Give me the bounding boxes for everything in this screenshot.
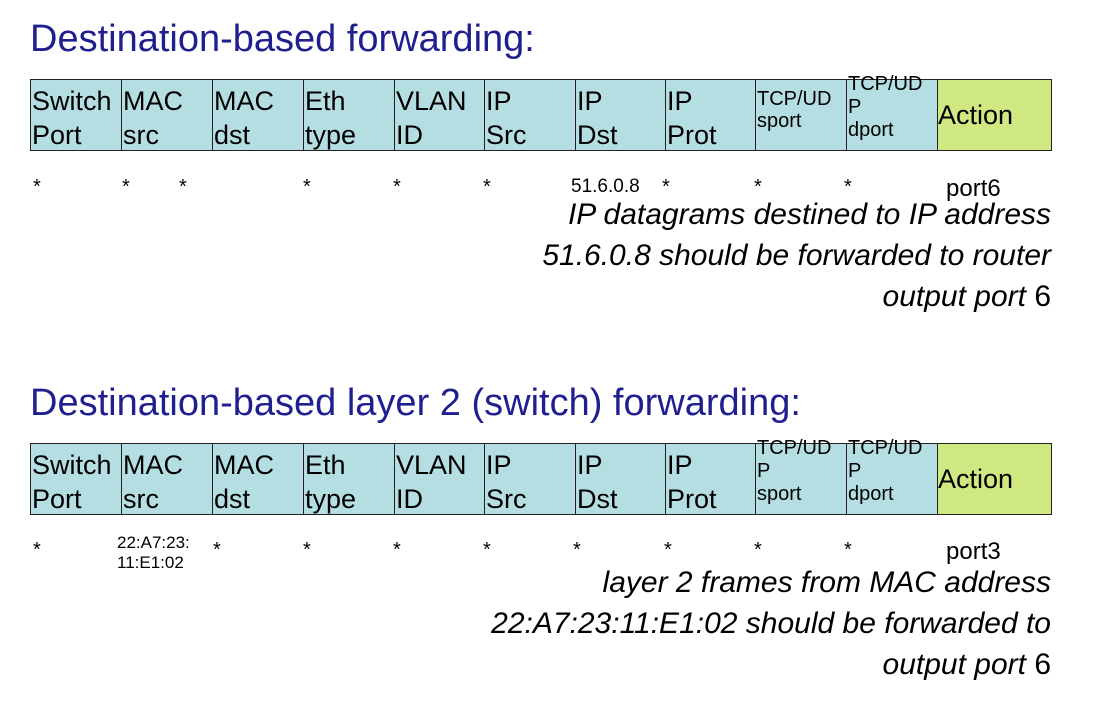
- value-action: port3: [946, 538, 1001, 565]
- header-tcp-sport: TCP/UD P sport: [755, 437, 847, 515]
- section1-note: IP datagrams destined to IP address 51.6…: [542, 194, 1051, 317]
- header-eth-type: Eth type: [303, 443, 395, 515]
- header-vlan-id: VLAN ID: [394, 443, 486, 515]
- header-ip-prot: IP Prot: [665, 443, 757, 515]
- note-port: 6: [1034, 648, 1051, 681]
- flow-entry-values-1: * * * * * * 51.6.0.8 * * * port6: [0, 170, 1101, 210]
- value-tcp-dport: *: [844, 539, 852, 561]
- section2-title: Destination-based layer 2 (switch) forwa…: [30, 382, 801, 424]
- value-ip-prot: *: [664, 539, 672, 561]
- flow-entry-values-2: * 22:A7:23: 11:E1:02 * * * * * * * * por…: [0, 533, 1101, 573]
- header-vlan-id: VLAN ID: [394, 79, 486, 151]
- value-tcp-sport: *: [754, 176, 762, 198]
- value-ip-dst: *: [573, 539, 581, 561]
- value-tcp-dport: *: [844, 176, 852, 198]
- value-action: port6: [946, 175, 1001, 202]
- section2-note: layer 2 frames from MAC address 22:A7:23…: [491, 562, 1051, 685]
- value-ip-src: *: [483, 176, 491, 198]
- value-ip-src: *: [483, 539, 491, 561]
- header-ip-dst: IP Dst: [575, 443, 667, 515]
- header-action: Action: [937, 443, 1052, 515]
- value-vlan-id: *: [393, 539, 401, 561]
- header-eth-type: Eth type: [303, 79, 395, 151]
- value-mac-dst: *: [213, 539, 221, 561]
- note-line: IP datagrams destined to IP address: [567, 198, 1051, 231]
- value-ip-dst: 51.6.0.8: [571, 176, 640, 197]
- value-vlan-id: *: [393, 176, 401, 198]
- header-switch-port: Switch Port: [30, 443, 122, 515]
- value-eth-type: *: [303, 539, 311, 561]
- note-port: 6: [1034, 280, 1051, 313]
- header-ip-src: IP Src: [484, 79, 576, 151]
- value-mac-dst: *: [179, 176, 187, 198]
- section1-title: Destination-based forwarding:: [30, 18, 535, 60]
- value-ip-prot: *: [662, 176, 670, 198]
- note-line: 22:A7:23:11:E1:02 should be forwarded to: [491, 607, 1051, 640]
- value-mac-src: *: [122, 176, 130, 198]
- value-tcp-sport: *: [754, 539, 762, 561]
- note-line: output port 6: [882, 648, 1051, 681]
- header-ip-prot: IP Prot: [665, 79, 757, 151]
- flow-table-header-1: Switch Port MAC src MAC dst Eth type VLA…: [30, 73, 1052, 153]
- note-line: output port 6: [882, 280, 1051, 313]
- header-mac-src: MAC src: [121, 443, 213, 515]
- note-line: layer 2 frames from MAC address: [602, 566, 1051, 599]
- header-mac-dst: MAC dst: [212, 79, 304, 151]
- value-switch-port: *: [33, 539, 41, 561]
- header-tcp-dport: TCP/UD P dport: [846, 437, 938, 515]
- header-ip-dst: IP Dst: [575, 79, 667, 151]
- flow-table-header-2: Switch Port MAC src MAC dst Eth type VLA…: [30, 437, 1052, 517]
- header-mac-dst: MAC dst: [212, 443, 304, 515]
- header-mac-src: MAC src: [121, 79, 213, 151]
- value-mac-src: 22:A7:23: 11:E1:02: [117, 533, 190, 572]
- header-tcp-sport: TCP/UD sport: [755, 79, 847, 151]
- header-tcp-dport: TCP/UD P dport: [846, 73, 938, 151]
- header-action: Action: [937, 79, 1052, 151]
- value-eth-type: *: [303, 176, 311, 198]
- note-line: 51.6.0.8 should be forwarded to router: [542, 239, 1051, 272]
- header-switch-port: Switch Port: [30, 79, 122, 151]
- value-switch-port: *: [33, 176, 41, 198]
- header-ip-src: IP Src: [484, 443, 576, 515]
